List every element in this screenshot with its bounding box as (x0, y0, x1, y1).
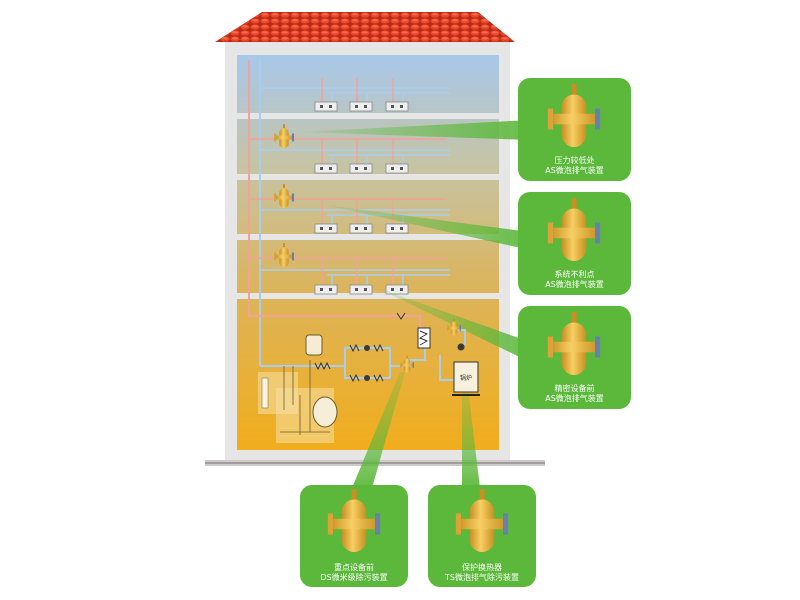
terminal-port (400, 105, 403, 108)
terminal-port (320, 288, 323, 291)
terminal-port (391, 288, 394, 291)
roof (215, 12, 515, 42)
air-separator-icon (544, 198, 604, 268)
callout-card-key-equipment: 重点设备前 DS微米级除污装置 (300, 485, 408, 587)
callout-card-low-pressure: 压力较低处 AS微泡排气装置 (518, 78, 631, 181)
callout-card-system-unfavorable-point: 系统不利点 AS微泡排气装置 (518, 192, 631, 295)
terminal-port (391, 167, 394, 170)
air-separator-icon (544, 312, 604, 382)
air-separator-icon (544, 84, 604, 154)
terminal-port (364, 288, 367, 291)
terminal-port (391, 105, 394, 108)
terminal-port (400, 227, 403, 230)
terminal-port (364, 105, 367, 108)
floor-slabs (237, 113, 499, 299)
terminal-port (355, 167, 358, 170)
callout-line2: AS微泡排气装置 (545, 394, 604, 403)
terminal-port (320, 167, 323, 170)
terminal-port (329, 227, 332, 230)
callout-line2: TS微泡排气除污装置 (445, 573, 519, 582)
terminal-unit (349, 101, 373, 112)
terminal-unit (314, 101, 338, 112)
terminal-unit (385, 163, 409, 174)
terminal-port (364, 167, 367, 170)
dirt-separator-icon (324, 489, 384, 559)
terminal-port (355, 227, 358, 230)
terminal-port (329, 105, 332, 108)
terminal-unit (349, 163, 373, 174)
terminal-port (391, 227, 394, 230)
terminal-port (329, 167, 332, 170)
terminal-port (364, 227, 367, 230)
terminal-unit (385, 101, 409, 112)
terminal-unit (349, 284, 373, 295)
callout-card-protect-heat-exchanger: 保护换热器 TS微泡排气除污装置 (428, 485, 536, 587)
combined-separator-icon (452, 489, 512, 559)
boiler (453, 361, 479, 393)
terminal-port (400, 288, 403, 291)
boiler-label: 锅炉 (460, 374, 472, 382)
callout-line1: 压力较低处 (554, 156, 595, 165)
terminal-port (400, 167, 403, 170)
callout-line1: 重点设备前 (334, 563, 374, 572)
callout-line1: 保护换热器 (462, 563, 502, 572)
callout-line2: AS微泡排气装置 (545, 166, 604, 175)
terminal-unit (349, 223, 373, 234)
terminal-port (355, 288, 358, 291)
terminal-unit (314, 163, 338, 174)
terminal-port (329, 288, 332, 291)
terminal-unit (314, 284, 338, 295)
callout-line1: 精密设备前 (554, 384, 595, 393)
heat-exchanger (417, 327, 431, 349)
terminal-port (320, 227, 323, 230)
terminal-port (320, 105, 323, 108)
terminal-unit (314, 223, 338, 234)
callout-line2: DS微米级除污装置 (320, 573, 388, 582)
terminal-unit (385, 284, 409, 295)
expansion-vessel (305, 334, 323, 356)
callout-line1: 系统不利点 (554, 270, 595, 279)
callout-line2: AS微泡排气装置 (545, 280, 604, 289)
plant-room: 锅炉 (258, 312, 480, 443)
terminal-unit (385, 223, 409, 234)
terminal-port (355, 105, 358, 108)
callout-card-precision-equipment: 精密设备前 AS微泡排气装置 (518, 306, 631, 409)
